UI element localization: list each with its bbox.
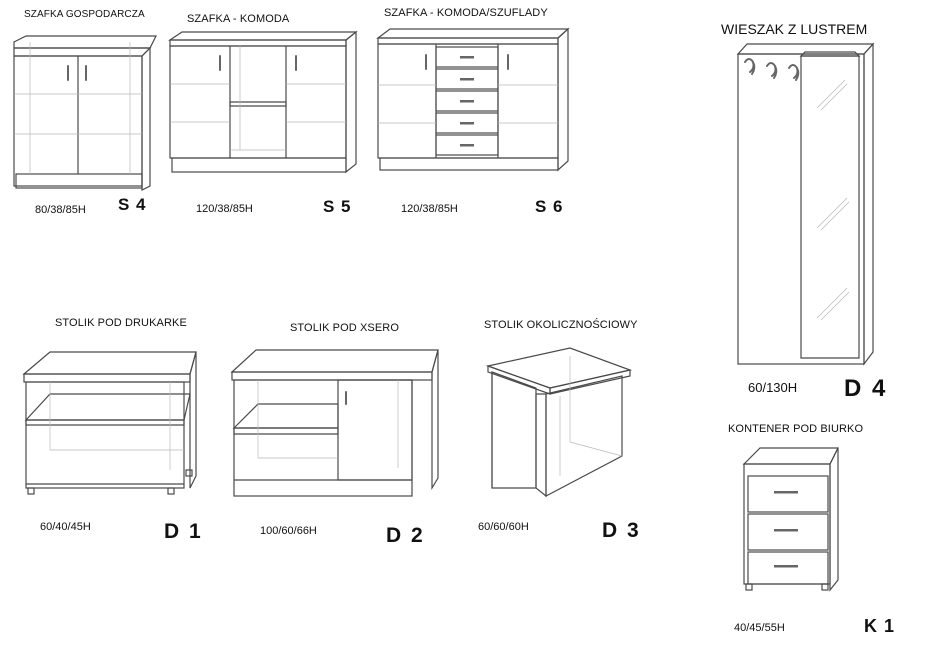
item-d3-drawing (485, 347, 633, 498)
item-d1-dims: 60/40/45H (40, 521, 91, 533)
item-s5-title: SZAFKA - KOMODA (187, 13, 290, 25)
item-s6-dims: 120/38/85H (401, 203, 458, 215)
item-s4-dims: 80/38/85H (35, 204, 86, 216)
item-d2-drawing (230, 349, 439, 497)
item-k1-dims: 40/45/55H (734, 622, 785, 634)
item-s4-title: SZAFKA GOSPODARCZA (24, 9, 145, 20)
item-d4-title: WIESZAK Z LUSTREM (721, 21, 868, 37)
item-d3-code: D 3 (602, 519, 641, 542)
item-d2-title: STOLIK POD XSERO (290, 322, 399, 334)
item-d4-dims: 60/130H (748, 380, 798, 395)
item-d2-code: D 2 (386, 524, 425, 547)
item-s5-code: S 5 (323, 197, 352, 216)
item-s5-drawing (168, 30, 358, 174)
item-d1-drawing (22, 351, 197, 495)
coat-hook-icon (744, 58, 800, 81)
item-k1-title: KONTENER POD BIURKO (728, 423, 864, 435)
item-k1-code: K 1 (864, 616, 896, 636)
item-d4-code: D 4 (844, 375, 888, 402)
item-s4-code: S 4 (118, 195, 147, 214)
item-d1-code: D 1 (164, 520, 203, 543)
item-s6-title: SZAFKA - KOMODA/SZUFLADY (384, 7, 548, 19)
item-s6-drawing (376, 27, 570, 172)
item-d1-title: STOLIK POD DRUKARKE (55, 317, 187, 329)
item-s4-drawing (13, 35, 157, 191)
item-d3-title: STOLIK OKOLICZNOŚCIOWY (484, 319, 638, 331)
item-d3-dims: 60/60/60H (478, 521, 529, 533)
item-s5-dims: 120/38/85H (196, 203, 253, 215)
item-k1-drawing (742, 447, 839, 592)
item-d4-drawing (736, 42, 875, 366)
item-s6-code: S 6 (535, 197, 564, 216)
item-d2-dims: 100/60/66H (260, 525, 317, 537)
